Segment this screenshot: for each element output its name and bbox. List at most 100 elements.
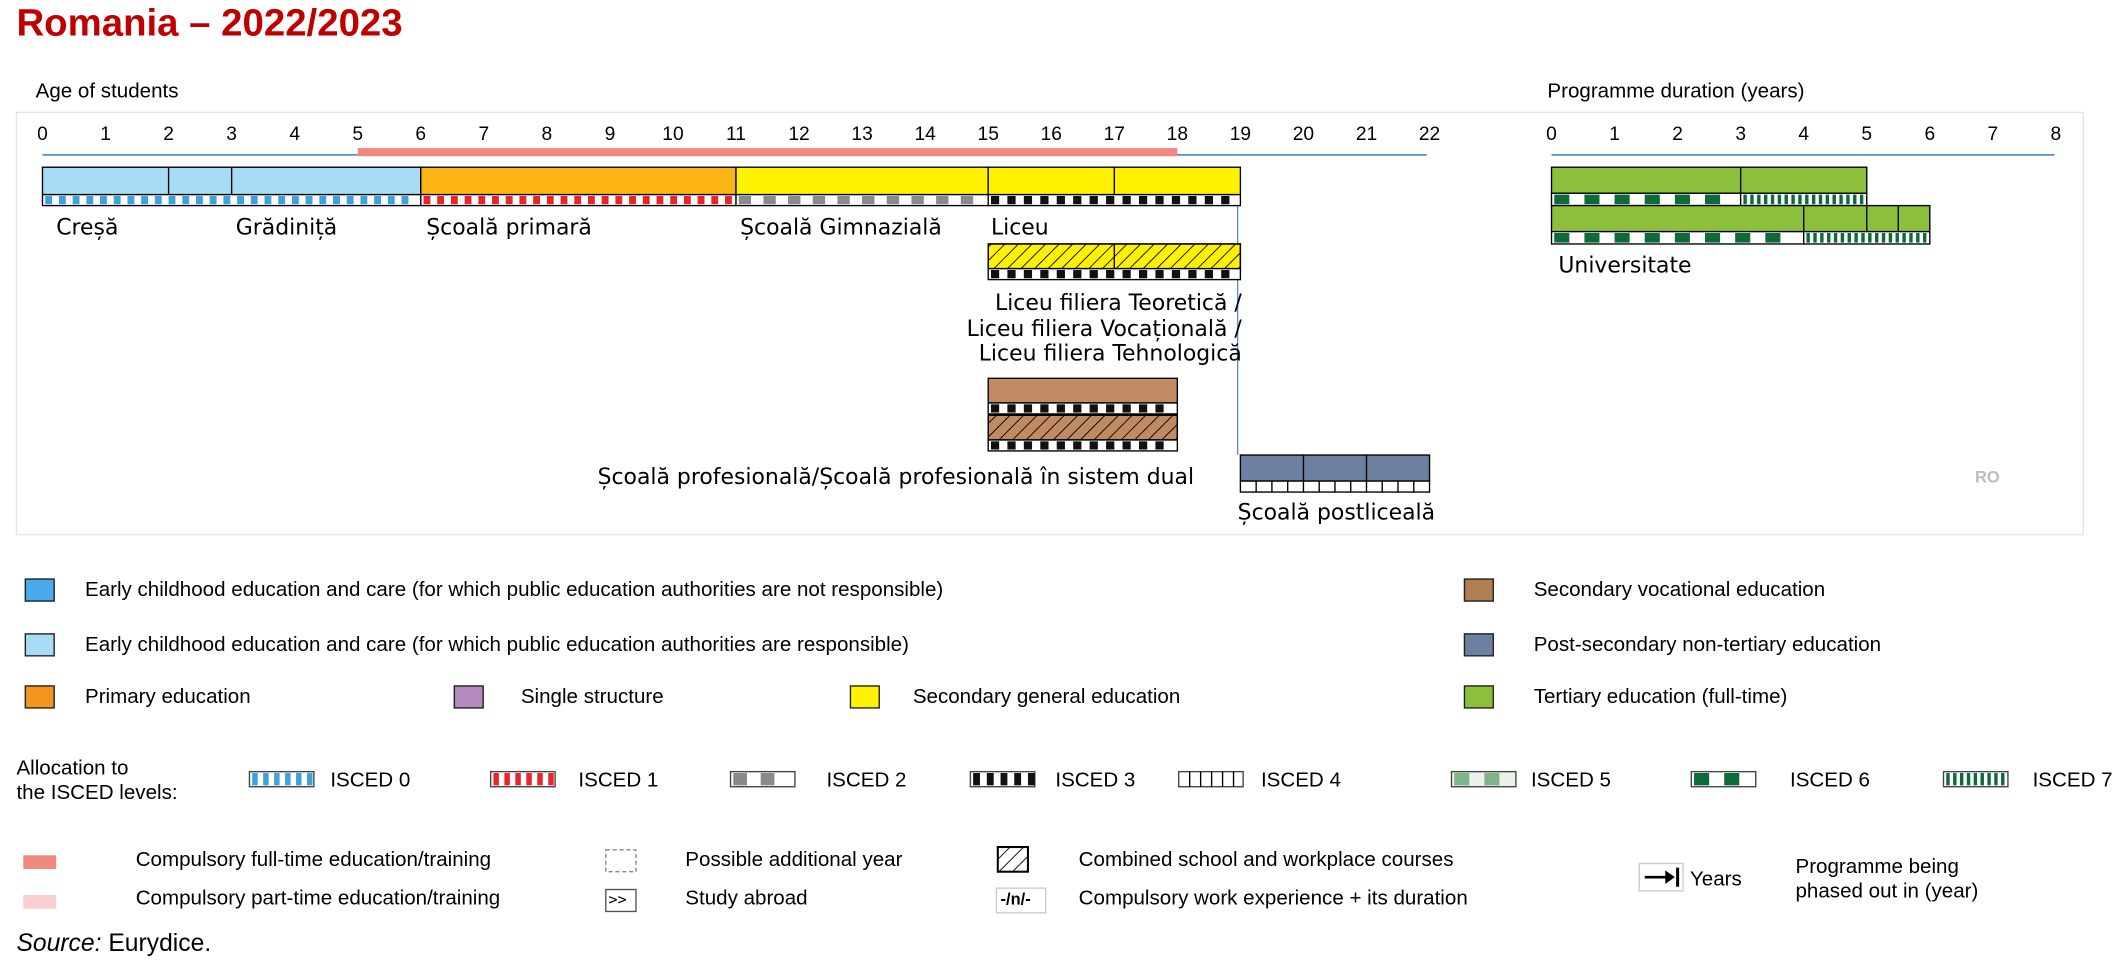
- bar-liceu-filiere-isced3: [987, 267, 1242, 281]
- bar-universitate-1-isced6: [1550, 192, 1742, 207]
- legend-years: Years: [1689, 867, 1742, 891]
- bar-universitate-2-isced6: [1550, 230, 1805, 245]
- isced1-swatch: [489, 770, 556, 788]
- bar-liceu: [987, 166, 1242, 196]
- bar-universitate-2-isced7: [1803, 230, 1931, 245]
- isced3-swatch: [969, 770, 1036, 788]
- age-tick-1: 1: [100, 121, 111, 144]
- structure-chart: [15, 111, 2084, 536]
- years-arrow-head: [1665, 870, 1675, 885]
- isced-label-2: ISCED 2: [826, 768, 907, 793]
- isced0-swatch: [248, 770, 315, 788]
- isced-legend-title: Allocation to the ISCED levels:: [16, 757, 177, 806]
- age-tick-13: 13: [851, 121, 873, 144]
- bar-liceu-filiere: [987, 243, 1242, 270]
- country-code-badge: RO: [1975, 467, 2000, 487]
- isced-legend-title-line1: Allocation to: [16, 756, 129, 780]
- programme-label-profesionala: Școală profesională/Școală profesională …: [597, 463, 1195, 490]
- bar-postliceala-isced4: [1239, 480, 1431, 493]
- programme-label-liceu-filiere: Liceu filiera Teoretică / Liceu filiera …: [822, 290, 1242, 367]
- age-tick-14: 14: [914, 121, 936, 144]
- legend-swatch-tertiary: [1463, 685, 1494, 709]
- additional-year-swatch: [605, 849, 637, 873]
- isced-legend-title-line2: the ISCED levels:: [16, 781, 178, 805]
- legend-swatch-primary: [24, 685, 55, 709]
- isced4-swatch: [1178, 770, 1244, 788]
- bar-ecec-isced0: [41, 193, 422, 207]
- page-title: Romania – 2022/2023: [16, 1, 403, 44]
- programme-label-gimnaziala: Școală Gimnazială: [740, 213, 942, 240]
- programme-label-liceu: Liceu: [990, 213, 1049, 240]
- legend-phased-out: Programme being phased out in (year): [1795, 855, 1978, 904]
- legend-swatch-ecec-responsible: [24, 633, 55, 657]
- age-tick-9: 9: [604, 121, 616, 144]
- age-tick-19: 19: [1229, 121, 1252, 144]
- legend-work-experience: Compulsory work experience + its duratio…: [1078, 886, 1468, 911]
- legend-phased-out-line1: Programme being: [1795, 855, 1959, 879]
- duration-tick-6: 6: [1924, 121, 1936, 144]
- legend-single-structure: Single structure: [520, 685, 664, 709]
- legend-additional-year: Possible additional year: [685, 848, 903, 872]
- legend-compulsory-full: Compulsory full-time education/training: [135, 848, 492, 872]
- bar-profesionala-isced3: [987, 402, 1179, 415]
- duration-tick-4: 4: [1798, 121, 1810, 144]
- bar-profesionala-dual-isced3: [987, 439, 1179, 452]
- legend-phased-out-line2: phased out in (year): [1795, 879, 1979, 904]
- isced5-swatch: [1450, 770, 1517, 788]
- legend-secondary-vocational: Secondary vocational education: [1533, 578, 1826, 602]
- isced-label-3: ISCED 3: [1055, 768, 1136, 793]
- source-label: Source:: [16, 929, 102, 957]
- bar-primary-isced1: [420, 193, 737, 207]
- duration-tick-2: 2: [1672, 121, 1683, 144]
- age-tick-22: 22: [1418, 121, 1441, 144]
- bar-gimnaziala: [735, 166, 989, 196]
- chart-frame: [15, 111, 2084, 536]
- age-tick-0: 0: [37, 121, 48, 144]
- liceu-filiera-vocationala: Liceu filiera Vocațională /: [966, 314, 1242, 341]
- duration-axis-label: Programme duration (years): [1547, 79, 1805, 103]
- source-note: Source: Eurydice.: [16, 929, 211, 958]
- age-tick-11: 11: [726, 121, 746, 144]
- bar-liceu-isced3: [987, 193, 1242, 207]
- age-tick-16: 16: [1040, 121, 1062, 144]
- legend-swatch-secondary-vocational: [1463, 578, 1494, 602]
- age-tick-6: 6: [415, 121, 427, 144]
- legend-ecec-not-responsible: Early childhood education and care (for …: [84, 578, 944, 602]
- legend-post-secondary: Post-secondary non-tertiary education: [1533, 633, 1882, 657]
- isced2-swatch: [729, 770, 796, 788]
- duration-tick-0: 0: [1546, 121, 1557, 144]
- liceu-filiera-tehnologica: Liceu filiera Tehnologică: [978, 339, 1242, 366]
- study-abroad-swatch: [605, 888, 637, 913]
- bar-universitate-2: [1550, 204, 1931, 233]
- study-abroad-symbol: >>: [608, 890, 627, 909]
- symbol-swatches: [23, 846, 1684, 914]
- age-tick-8: 8: [541, 121, 553, 144]
- isced6-swatch: [1690, 770, 1757, 788]
- legend-combined: Combined school and workplace courses: [1078, 848, 1454, 872]
- duration-tick-5: 5: [1861, 121, 1873, 144]
- bar-profesionala-dual: [987, 414, 1179, 441]
- legend-secondary-general: Secondary general education: [912, 685, 1181, 709]
- bar-profesionala: [987, 377, 1179, 404]
- isced-label-4: ISCED 4: [1260, 768, 1341, 793]
- work-experience-swatch: [995, 887, 1047, 914]
- age-tick-17: 17: [1103, 121, 1125, 144]
- age-tick-5: 5: [352, 121, 364, 144]
- bar-primary: [420, 166, 737, 196]
- age-tick-7: 7: [478, 121, 490, 144]
- programme-label-universitate: Universitate: [1558, 252, 1692, 279]
- bar-ecec: [41, 166, 422, 196]
- bar-universitate-1-isced7: [1739, 192, 1868, 207]
- duration-tick-1: 1: [1609, 121, 1620, 144]
- age-tick-20: 20: [1292, 121, 1315, 144]
- age-tick-12: 12: [788, 121, 810, 144]
- legend-ecec-responsible: Early childhood education and care (for …: [84, 633, 909, 657]
- programme-label-gradinita: Grădiniță: [235, 213, 338, 240]
- legend-primary: Primary education: [84, 685, 251, 709]
- age-tick-15: 15: [977, 121, 999, 144]
- duration-tick-3: 3: [1735, 121, 1747, 144]
- isced7-swatch: [1942, 770, 2009, 788]
- isced-swatches: [248, 770, 2009, 788]
- isced-label-0: ISCED 0: [330, 768, 411, 793]
